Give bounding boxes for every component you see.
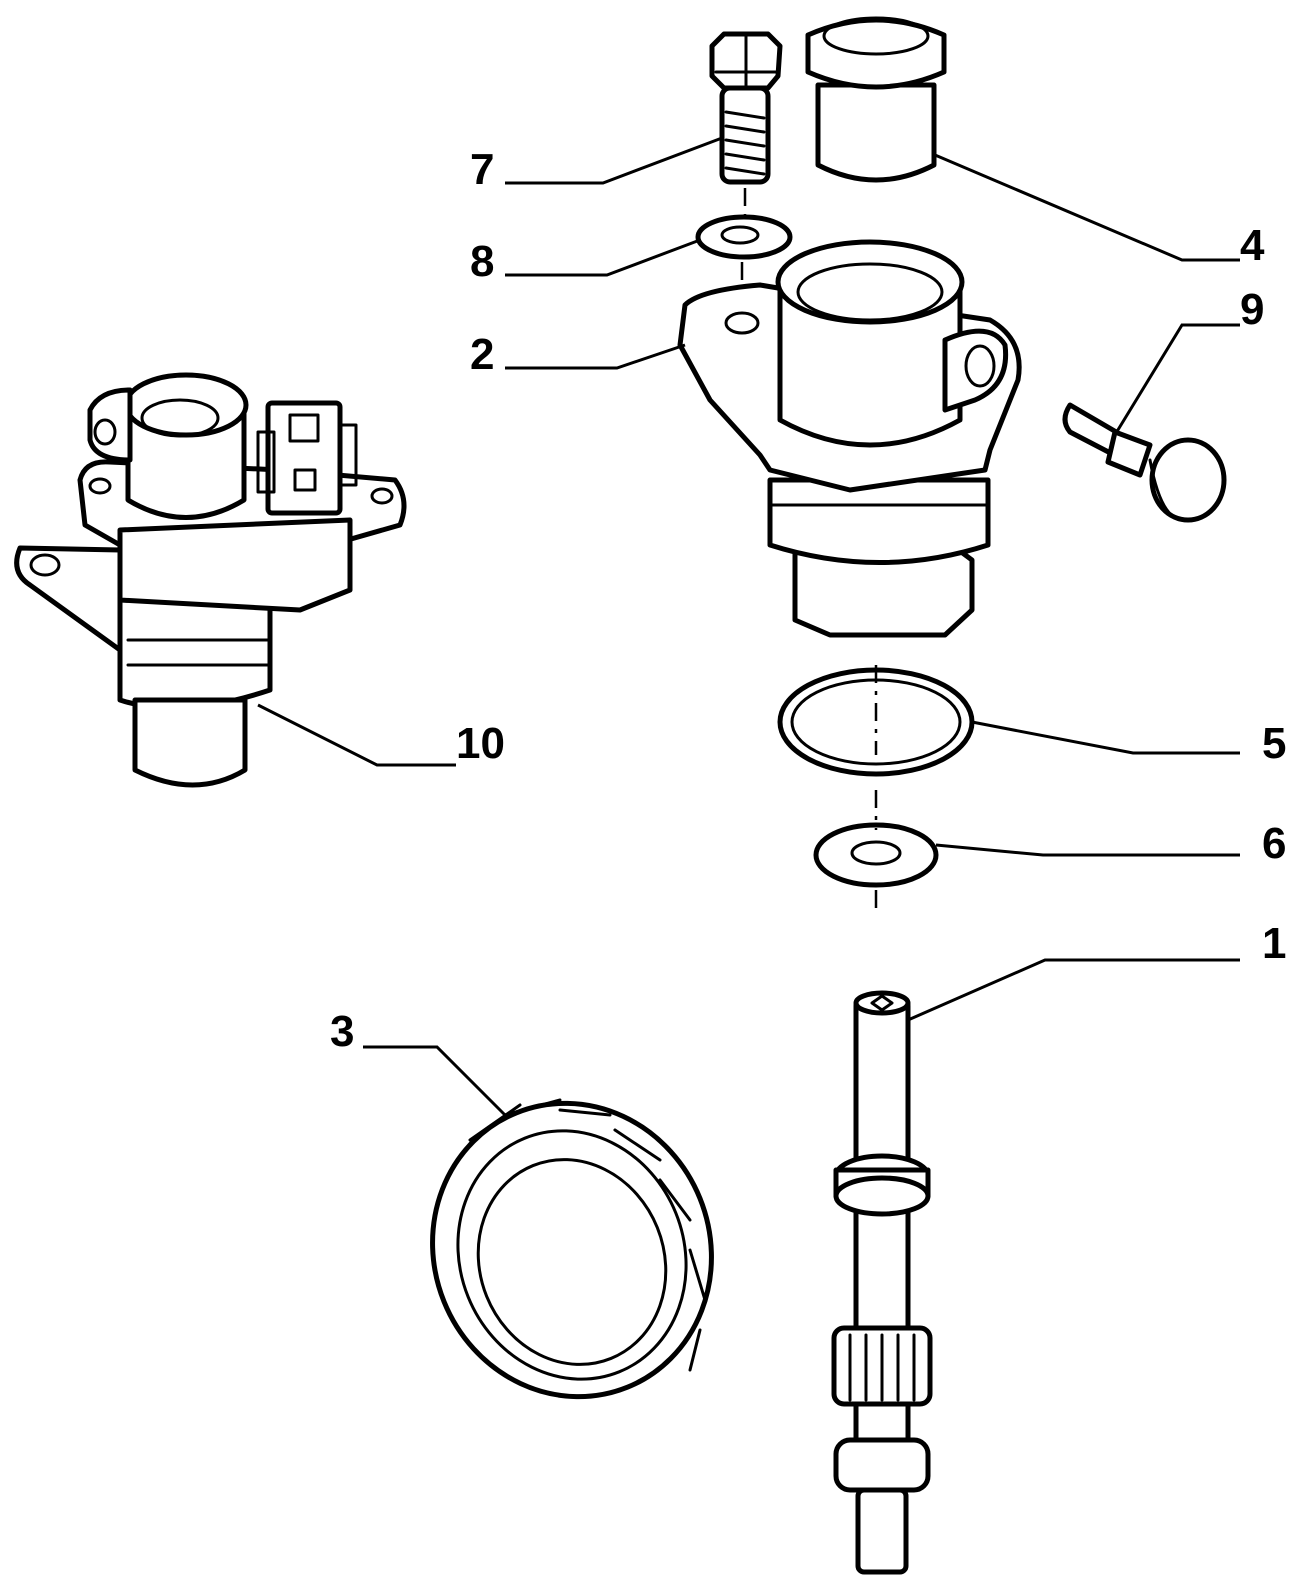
leader-5 [971, 720, 1240, 755]
callout-7: 7 [470, 145, 494, 194]
part-5-o-ring [777, 667, 975, 777]
part-7-bolt [709, 31, 783, 185]
leader-2 [505, 343, 686, 370]
callout-10: 10 [456, 719, 505, 768]
leader-1 [907, 958, 1240, 1022]
leader-3 [363, 1045, 507, 1117]
part-6-washer [813, 822, 939, 888]
leader-8 [505, 238, 701, 277]
part-10-speed-sensor [14, 372, 407, 788]
callout-2: 2 [470, 330, 494, 379]
callout-1: 1 [1262, 919, 1286, 968]
part-8-washer [695, 214, 793, 260]
leader-7 [505, 136, 723, 185]
leader-6 [935, 843, 1240, 857]
leader-4 [934, 153, 1240, 262]
leader-9 [1111, 323, 1240, 439]
part-1-drive-shaft [831, 990, 933, 1575]
part-9-pin [1062, 402, 1227, 523]
callout-9: 9 [1240, 285, 1264, 334]
part-2-sender-housing [677, 239, 1022, 638]
part-3-helical-gear [430, 1098, 714, 1400]
leader-10 [257, 703, 456, 767]
callout-6: 6 [1262, 819, 1286, 868]
callout-4: 4 [1240, 221, 1265, 270]
part-4-bushing [805, 16, 947, 183]
callout-8: 8 [470, 237, 494, 286]
callout-3: 3 [330, 1007, 354, 1056]
callout-5: 5 [1262, 719, 1286, 768]
